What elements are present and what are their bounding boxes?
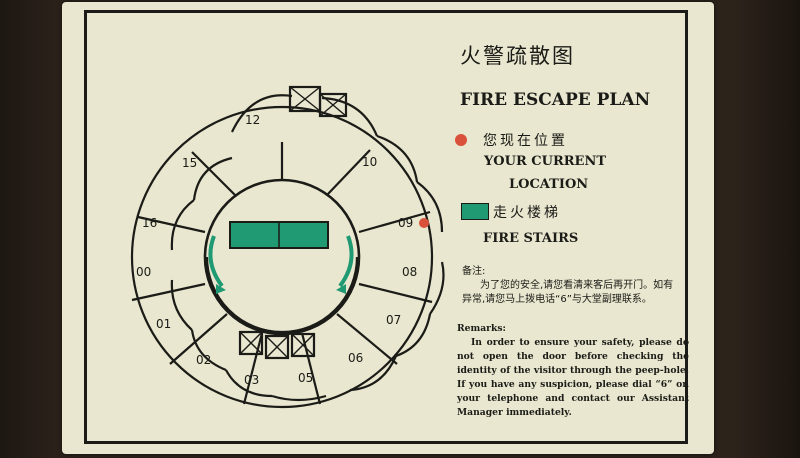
- title-chinese: 火警疏散图: [460, 44, 575, 68]
- legend-stairs-cn: 走火楼梯: [493, 205, 561, 221]
- legend-location-en-line2: LOCATION: [509, 177, 589, 192]
- room-number: 15: [182, 156, 197, 170]
- current-location-legend-dot: [455, 134, 467, 146]
- sign-border: [84, 10, 688, 444]
- remarks-text: In order to ensure your safety, please d…: [457, 337, 689, 418]
- room-number: 02: [196, 353, 211, 367]
- legend-location-cn: 您现在位置: [483, 133, 568, 149]
- room-number: 09: [398, 216, 413, 230]
- evacuation-arrow-left: [208, 235, 224, 288]
- floor-plan: 12 10 15 16 09 00 08 01 07 02 06 03 05: [130, 85, 445, 409]
- remarks-label: Remarks:: [457, 323, 506, 334]
- evacuation-arrow-right: [338, 235, 354, 288]
- legend-stairs-en: FIRE STAIRS: [483, 231, 579, 246]
- room-number: 03: [244, 373, 259, 387]
- room-number: 00: [136, 265, 151, 279]
- fire-stairs-legend-swatch: [461, 203, 489, 220]
- fire-escape-sign: 12 10 15 16 09 00 08 01 07 02 06 03 05 火…: [62, 2, 714, 454]
- corridor-arc: [205, 256, 359, 334]
- room-number: 16: [142, 216, 157, 230]
- title-english: FIRE ESCAPE PLAN: [460, 90, 651, 110]
- notice-chinese: 备注: 为了您的安全,请您看清来客后再开门。如有异常,请您马上拨电话“6”与大堂…: [462, 265, 682, 307]
- core-ring: [203, 178, 361, 336]
- room-number: 01: [156, 317, 171, 331]
- room-bays: [170, 94, 445, 402]
- room-number: 12: [245, 113, 260, 127]
- room-number: 06: [348, 351, 363, 365]
- room-number: 10: [362, 155, 377, 169]
- outer-ring: [130, 105, 434, 409]
- room-number: 08: [402, 265, 417, 279]
- room-number: 05: [298, 371, 313, 385]
- current-location-marker: [419, 218, 429, 228]
- remarks-english: Remarks: In order to ensure your safety,…: [457, 322, 689, 420]
- notice-chinese-label: 备注:: [462, 266, 486, 277]
- legend-location-en-line1: YOUR CURRENT: [484, 154, 607, 169]
- room-number: 07: [386, 313, 401, 327]
- notice-chinese-text: 为了您的安全,请您看清来客后再开门。如有异常,请您马上拨电话“6”与大堂副理联系…: [462, 280, 674, 305]
